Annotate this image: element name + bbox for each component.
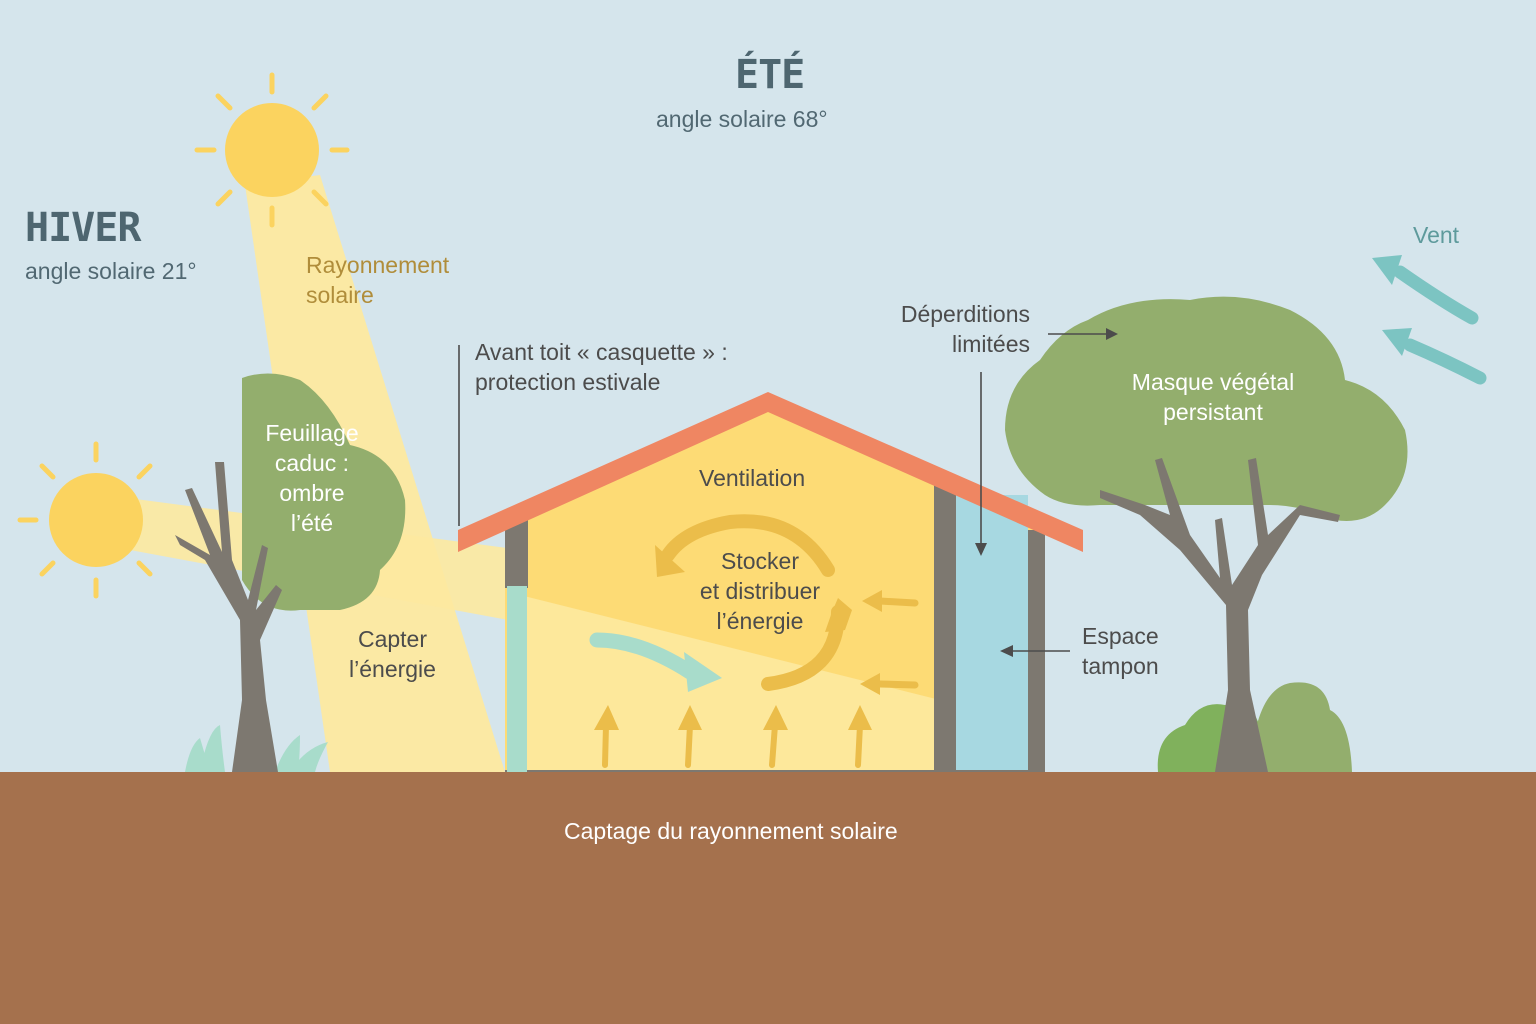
grass-tuft-left xyxy=(185,725,328,772)
buffer-space-glass xyxy=(955,495,1028,773)
wind-arrows-icon xyxy=(1372,255,1487,385)
deciduous-tree xyxy=(175,373,406,772)
summer-angle: angle solaire 68° xyxy=(656,106,828,132)
summer-sun-icon xyxy=(194,72,350,228)
winter-title: HIVER xyxy=(25,205,141,251)
ground xyxy=(0,772,1536,1024)
ground-caption: Captage du rayonnement solaire xyxy=(564,818,898,844)
roof-overhang-label: Avant toit « casquette » : protection es… xyxy=(475,339,728,395)
annotation-leaders xyxy=(458,328,1118,657)
heat-loss-label: Déperditions limitées xyxy=(900,301,1030,357)
buffer-flow-arrows xyxy=(860,590,919,695)
wind-label: Vent xyxy=(1413,222,1460,248)
store-distribute-label: Stocker et distribuer l’énergie xyxy=(699,548,821,634)
circulation-arrowheads xyxy=(655,545,852,632)
winter-sun-icon xyxy=(17,441,153,599)
evergreen-tree xyxy=(1005,296,1408,772)
capture-energy-label: Capter l’énergie xyxy=(349,626,436,682)
deciduous-foliage-label: Feuillage caduc : ombre l’été xyxy=(265,420,359,536)
ventilation-label: Ventilation xyxy=(699,465,806,491)
fresh-air-arrow-icon xyxy=(589,632,722,692)
winter-angle: angle solaire 21° xyxy=(25,258,197,284)
evergreen-mask-label: Masque végétal persistant xyxy=(1131,369,1295,425)
solar-radiation-label: Rayonnement solaire xyxy=(306,252,450,308)
south-window xyxy=(507,586,527,772)
rising-heat-arrows xyxy=(594,705,872,768)
summer-title: ÉTÉ xyxy=(735,52,805,98)
buffer-space-label: Espace tampon xyxy=(1082,623,1159,679)
